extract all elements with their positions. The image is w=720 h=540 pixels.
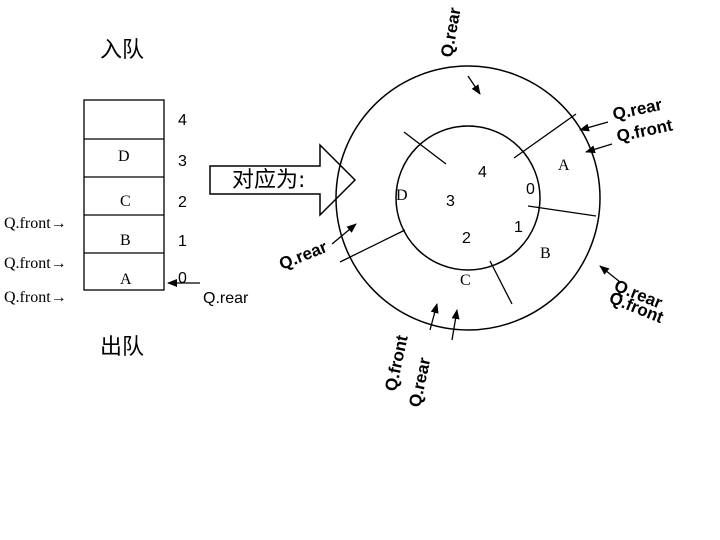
cell-index: 0 (178, 270, 187, 287)
top-rear-pointer: Q.rear (437, 6, 464, 59)
corresponds-label: 对应为: (232, 168, 305, 193)
ring-divider (527, 205, 597, 217)
inner-rear-pointer: Q.rear (276, 237, 330, 274)
big-right-arrow (209, 143, 357, 217)
cell-content: D (118, 148, 130, 165)
slot-index: 2 (462, 230, 471, 247)
cell-index: 4 (178, 112, 187, 129)
circular-queue: A B C D 0 1 2 3 4 (335, 65, 601, 331)
pointer-arrow (331, 223, 357, 245)
element-a-label: A (558, 157, 570, 174)
pointer-arrow (451, 309, 460, 341)
cell-index: 3 (178, 153, 187, 170)
pointer-arrow (467, 75, 481, 95)
enqueue-label: 入队 (100, 38, 144, 63)
element-b-label: B (540, 245, 551, 262)
bottom-rear-pointer: Q.rear (405, 356, 434, 409)
linear-queue-table: D C B A 4 3 2 1 0 (83, 99, 187, 291)
cell-index: 2 (178, 194, 187, 211)
element-c-label: C (460, 272, 471, 289)
slot-index: 4 (478, 164, 487, 181)
cell-index: 1 (178, 233, 187, 250)
ring-divider (513, 113, 577, 159)
front-marker: Q.front→ (4, 215, 67, 232)
pointer-arrow (429, 303, 439, 331)
pointer-arrow (599, 265, 621, 283)
ring-divider (339, 229, 406, 263)
ring-divider (403, 131, 447, 165)
slot-index: 3 (446, 193, 455, 210)
slot-index: 0 (526, 181, 535, 198)
cell-content: B (120, 232, 131, 249)
cell-content: C (120, 193, 131, 210)
dequeue-label: 出队 (100, 335, 144, 360)
front-marker: Q.front→ (4, 289, 67, 306)
inner-ring (395, 125, 541, 271)
table-frame (83, 99, 165, 291)
pointer-arrow (585, 143, 613, 154)
bottom-front-pointer: Q.front (381, 333, 411, 393)
slot-index: 1 (514, 219, 523, 236)
ring-divider (489, 260, 513, 305)
table-rear-label: Q.rear (203, 290, 249, 307)
outer-ring (335, 65, 601, 331)
pointer-arrow (579, 121, 609, 132)
cell-content: A (120, 271, 132, 288)
element-d-label: D (396, 187, 408, 204)
front-marker: Q.front→ (4, 255, 67, 272)
